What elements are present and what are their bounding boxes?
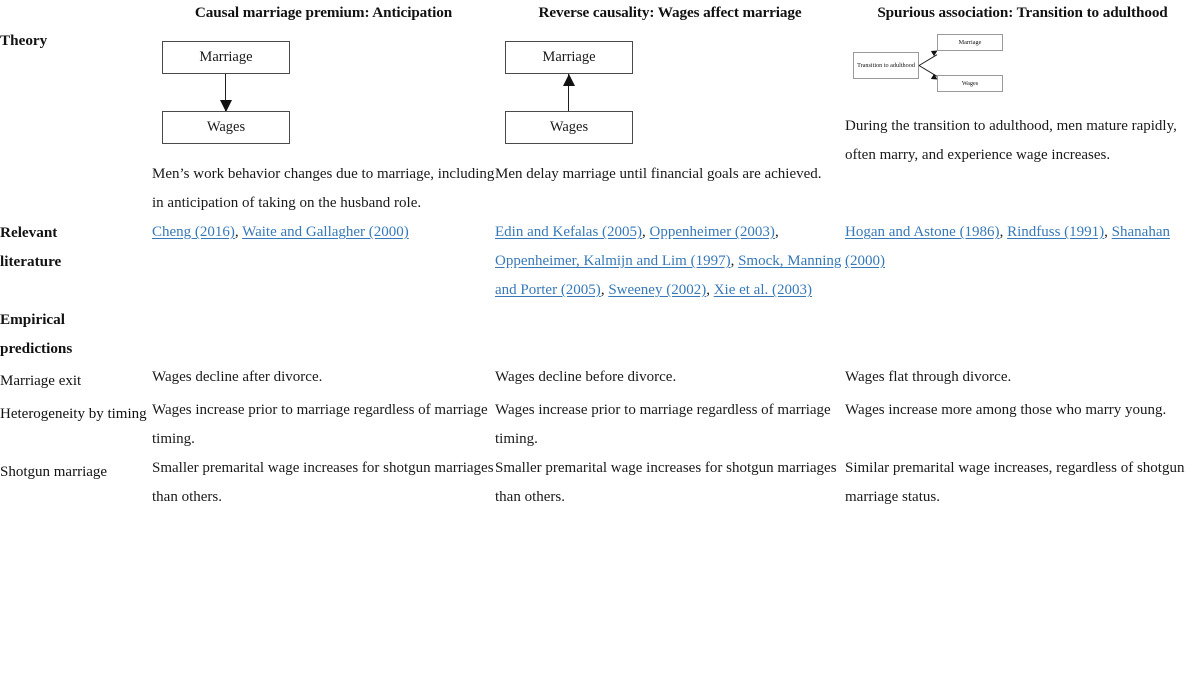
diagram-arrow-head-up-icon xyxy=(563,74,575,86)
citation-link[interactable]: Edin and Kefalas (2005) xyxy=(495,224,643,240)
theory-text-col-1: Men’s work behavior changes due to marri… xyxy=(152,166,495,211)
citation-list-col-3: Hogan and Astone (1986), Rindfuss (1991)… xyxy=(845,224,1170,269)
header-row: Causal marriage premium: Anticipation Re… xyxy=(0,0,1200,26)
citation-link[interactable]: Cheng (2016) xyxy=(152,224,235,240)
shotgun-col-1: Smaller premarital wage increases for sh… xyxy=(152,460,494,505)
theory-cell-col-3: Transition to adulthood Marriage Wages D… xyxy=(845,26,1200,218)
shotgun-col-3: Similar premarital wage increases, regar… xyxy=(845,460,1185,505)
diagram-box-marriage: Marriage xyxy=(505,41,633,74)
citation-link[interactable]: Oppenheimer (2003) xyxy=(649,224,775,240)
citation-list-col-2: Edin and Kefalas (2005), Oppenheimer (20… xyxy=(495,224,841,298)
citation-link[interactable]: Hogan and Astone (1986) xyxy=(845,224,1000,240)
citation-separator: , xyxy=(706,282,714,298)
literature-cell-col-2: Edin and Kefalas (2005), Oppenheimer (20… xyxy=(495,218,845,305)
theory-cell-col-1: Marriage Wages Men’s work behavior chang… xyxy=(152,26,495,218)
marriage-exit-col-2: Wages decline before divorce. xyxy=(495,369,677,385)
diagram-arrow-line xyxy=(225,74,227,111)
table-row-empirical-heading: Empirical predictions xyxy=(0,305,1200,363)
header-col-1: Causal marriage premium: Anticipation xyxy=(194,4,453,21)
diagram-line-to-marriage xyxy=(918,54,938,66)
citation-separator: , xyxy=(642,224,650,240)
theory-cell-col-2: Marriage Wages Men delay marriage until … xyxy=(495,26,845,218)
diagram-box-transition-to-adulthood: Transition to adulthood xyxy=(853,52,919,79)
citation-separator: , xyxy=(774,224,779,240)
diagram-reverse-causality: Marriage Wages xyxy=(495,34,745,154)
citation-separator: , xyxy=(730,253,739,269)
table-row-theory: Theory Marriage Wages Men’s work behavio… xyxy=(0,26,1200,218)
literature-cell-col-1: Cheng (2016), Waite and Gallagher (2000) xyxy=(152,218,495,305)
header-label-col xyxy=(0,0,152,26)
citation-separator: , xyxy=(234,224,243,240)
row-label-line-1: Empirical xyxy=(0,311,65,328)
citation-separator: , xyxy=(999,224,1008,240)
header-col-2: Reverse causality: Wages affect marriage xyxy=(538,4,802,21)
shotgun-col-2: Smaller premarital wage increases for sh… xyxy=(495,460,837,505)
row-label-relevant-literature: Relevant literature xyxy=(0,218,152,305)
comparison-table: Causal marriage premium: Anticipation Re… xyxy=(0,0,1200,512)
row-label-marriage-exit: Marriage exit xyxy=(0,373,82,389)
citation-list-col-1: Cheng (2016), Waite and Gallagher (2000) xyxy=(152,224,409,240)
row-label-empirical-predictions: Empirical predictions xyxy=(0,305,152,363)
empirical-heading-spacer-2 xyxy=(495,305,845,363)
table-row-marriage-exit: Marriage exit Wages decline after divorc… xyxy=(0,363,1200,396)
citation-link[interactable]: Rindfuss (1991) xyxy=(1007,224,1105,240)
diagram-box-wages: Wages xyxy=(937,75,1003,92)
row-label-heterogeneity-by-timing: Heterogeneity by timing xyxy=(0,406,147,422)
diagram-arrow-line xyxy=(568,74,570,111)
heterogeneity-col-3: Wages increase more among those who marr… xyxy=(845,402,1167,418)
table-body: Theory Marriage Wages Men’s work behavio… xyxy=(0,26,1200,512)
diagram-spurious-association: Transition to adulthood Marriage Wages xyxy=(845,32,1025,96)
citation-separator: , xyxy=(1104,224,1112,240)
empirical-heading-spacer-1 xyxy=(152,305,495,363)
diagram-arrow-head-down-icon xyxy=(220,100,232,112)
citation-link[interactable]: Shanahan (2000) xyxy=(845,224,1170,269)
diagram-box-marriage: Marriage xyxy=(162,41,290,74)
empirical-heading-spacer-3 xyxy=(845,305,1200,363)
header-col-3: Spurious association: Transition to adul… xyxy=(877,4,1168,21)
table-row-shotgun-marriage: Shotgun marriage Smaller premarital wage… xyxy=(0,454,1200,512)
row-label-line-2: predictions xyxy=(0,340,73,357)
citation-link[interactable]: Sweeney (2002) xyxy=(608,282,707,298)
citation-link[interactable]: Waite and Gallagher (2000) xyxy=(242,224,409,240)
theory-text-col-2: Men delay marriage until financial goals… xyxy=(495,166,822,182)
heterogeneity-col-1: Wages increase prior to marriage regardl… xyxy=(152,402,488,447)
literature-cell-col-3: Hogan and Astone (1986), Rindfuss (1991)… xyxy=(845,218,1200,305)
citation-link[interactable]: Smock, Manning and Porter (2005) xyxy=(495,253,842,298)
row-label-theory: Theory xyxy=(0,32,48,49)
heterogeneity-col-2: Wages increase prior to marriage regardl… xyxy=(495,402,831,447)
row-label-shotgun-marriage: Shotgun marriage xyxy=(0,464,108,480)
diagram-causal-anticipation: Marriage Wages xyxy=(152,34,402,154)
citation-separator: , xyxy=(600,282,609,298)
table-row-literature: Relevant literature Cheng (2016), Waite … xyxy=(0,218,1200,305)
row-label-line-2: literature xyxy=(0,253,62,270)
citation-link[interactable]: Oppenheimer, Kalmijn and Lim (1997) xyxy=(495,253,731,269)
citation-link[interactable]: Xie et al. (2003) xyxy=(713,282,813,298)
table-header: Causal marriage premium: Anticipation Re… xyxy=(0,0,1200,26)
row-label-line-1: Relevant xyxy=(0,224,58,241)
diagram-box-marriage: Marriage xyxy=(937,34,1003,51)
diagram-box-wages: Wages xyxy=(505,111,633,144)
table-row-heterogeneity-by-timing: Heterogeneity by timing Wages increase p… xyxy=(0,396,1200,454)
marriage-exit-col-1: Wages decline after divorce. xyxy=(152,369,323,385)
marriage-exit-col-3: Wages flat through divorce. xyxy=(845,369,1012,385)
diagram-box-wages: Wages xyxy=(162,111,290,144)
theory-text-col-3: During the transition to adulthood, men … xyxy=(845,118,1177,163)
